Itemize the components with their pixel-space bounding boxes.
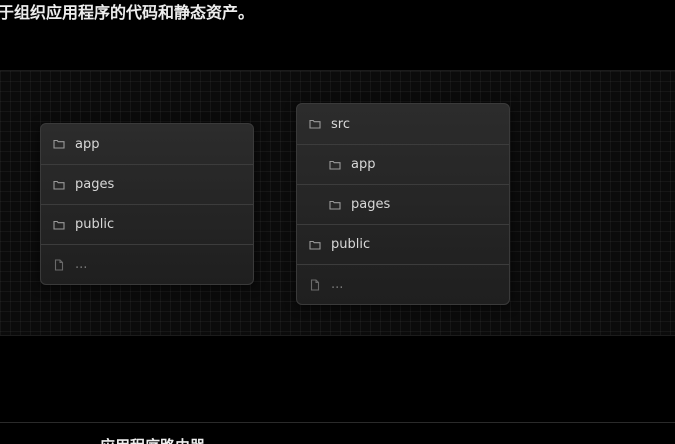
tree-row-src: src (297, 104, 509, 144)
folder-icon (309, 239, 321, 251)
tree-row-label: pages (351, 197, 391, 212)
folder-icon (309, 118, 321, 130)
tree-row-label: pages (75, 177, 115, 192)
tree-row-more: ... (297, 264, 509, 304)
tree-row-label: app (351, 157, 376, 172)
folder-icon (53, 138, 65, 150)
tree-row-label: public (331, 237, 371, 252)
file-icon (53, 258, 65, 271)
file-icon (309, 278, 321, 291)
tree-row-more: ... (41, 244, 253, 284)
tree-row-src-pages: pages (297, 184, 509, 224)
tree-row-label: public (75, 217, 115, 232)
tree-row-public: public (41, 204, 253, 244)
folder-icon (329, 159, 341, 171)
folder-icon (53, 179, 65, 191)
section-heading[interactable]: 应用程序路由器 (100, 436, 205, 444)
tree-row-label: src (331, 116, 350, 132)
intro-text: 于组织应用程序的代码和静态资产。 (0, 3, 255, 22)
section-divider (0, 422, 675, 423)
tree-card-with-src: src app pages public (296, 103, 510, 305)
tree-row-label: ... (331, 277, 344, 292)
folder-structure-diagram: app pages public ... (0, 70, 675, 336)
tree-row-pages: pages (41, 164, 253, 204)
tree-card-without-src: app pages public ... (40, 123, 254, 285)
folder-icon (329, 199, 341, 211)
tree-row-public: public (297, 224, 509, 264)
tree-row-label: ... (75, 257, 88, 272)
folder-icon (53, 219, 65, 231)
tree-row-label: app (75, 136, 100, 152)
tree-row-src-app: app (297, 144, 509, 184)
tree-row-app: app (41, 124, 253, 164)
